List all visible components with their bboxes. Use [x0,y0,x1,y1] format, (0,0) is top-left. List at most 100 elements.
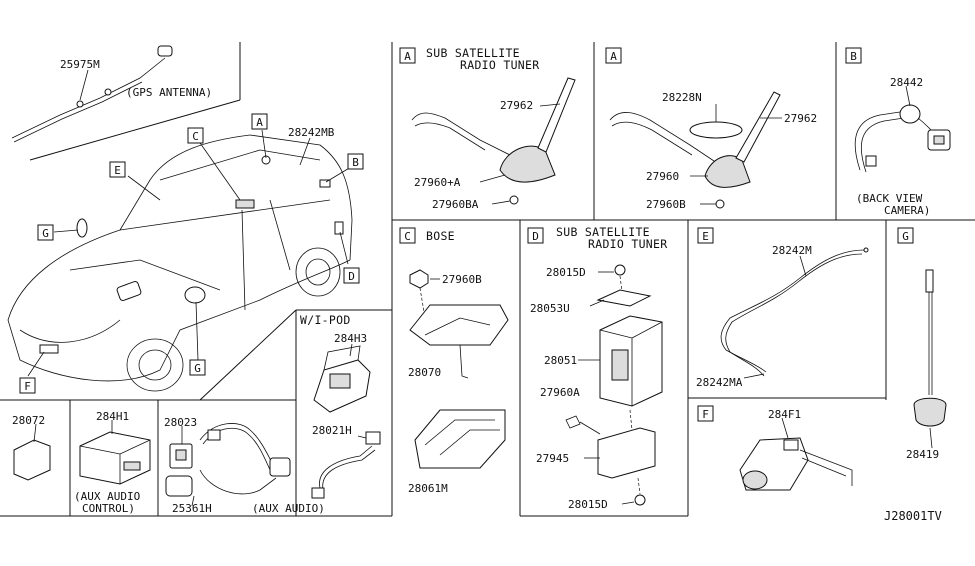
part-number: 28242MA [696,376,743,389]
part-number: 28070 [408,366,441,379]
section-b-back-view-camera: B 28442 (BACK VIEW CAMERA) [845,47,951,217]
part-number: 27960 [646,170,679,183]
section-letter: E [697,227,714,244]
svg-text:A: A [610,50,617,63]
antenna-base [704,155,751,188]
section-aux-audio-control: 28072 284H1 (AUX AUDIO CONTROL) [12,410,151,515]
callout-c: C [187,127,204,144]
tuner-bracket [597,427,656,479]
caption: CONTROL) [82,502,135,515]
part-number: 25361H [172,502,212,515]
part-number: 27960BA [432,198,479,211]
part-number: 28015D [568,498,608,511]
section-letter: F [697,405,714,422]
part-number: 27960+A [414,176,461,189]
part-number: 27962 [500,99,533,112]
callout-e: E [109,161,126,178]
part-number: 27960A [540,386,580,399]
caption: CAMERA) [884,204,930,217]
svg-text:B: B [850,50,857,63]
part-number: 284F1 [768,408,801,421]
caption: (AUX AUDIO [74,490,140,503]
callout-a: A [251,113,268,130]
part-number: 27962 [784,112,817,125]
svg-text:F: F [24,380,31,393]
callout-f: F [19,377,36,394]
section-letter: B [845,47,862,64]
caption: (BACK VIEW [856,192,923,205]
part-number: 27960B [442,273,482,286]
section-a-antenna: A 28228N 27962 27960 27960B [605,47,817,211]
diagram-code: J28001TV [884,509,942,523]
section-d-sub-satellite-tuner: D SUB SATELLITE RADIO TUNER 28015D 28053… [527,225,667,511]
caption: (AUX AUDIO) [252,502,325,515]
vehicle-illustration: 28242MB A B C E G D F G [7,113,364,394]
section-title: BOSE [426,229,455,243]
svg-text:E: E [114,164,121,177]
svg-text:D: D [532,230,539,243]
section-f-camera: F 284F1 [697,405,853,491]
part-number: 28242MB [288,126,335,139]
section-c-bose: C BOSE 27960B 28070 28061M [399,227,509,495]
nut [409,269,429,289]
ipod-cable-plug [311,487,325,499]
section-title: SUB SATELLITE [426,46,520,60]
svg-text:C: C [404,230,411,243]
part-number: 27960B [646,198,686,211]
part-number: 28072 [12,414,45,427]
section-title: W/I-POD [300,313,351,327]
gps-antenna-module [157,45,173,57]
section-letter: A [605,47,622,64]
part-number: 28419 [906,448,939,461]
callout-b: B [347,153,364,170]
part-number: 25975M [60,58,100,71]
section-letter: D [527,227,544,244]
svg-text:G: G [42,227,49,240]
svg-text:F: F [702,408,709,421]
gps-antenna-section: 25975M (GPS ANTENNA) [11,45,212,143]
svg-text:C: C [192,130,199,143]
part-number: 27945 [536,452,569,465]
svg-text:B: B [352,156,359,169]
part-number: 28053U [530,302,570,315]
svg-text:G: G [194,362,201,375]
bracket [596,289,652,307]
antenna-rod [537,77,576,153]
ipod-cable-connector [365,431,381,445]
screw [614,264,626,276]
part-number: 28051 [544,354,577,367]
svg-text:E: E [702,230,709,243]
section-a-sub-satellite-tuner: A SUB SATELLITE RADIO TUNER 27962 27960+… [399,46,576,211]
tuner-unit [599,315,663,407]
part-number: 28442 [890,76,923,89]
callout-g: G [189,359,206,376]
part-number: 284H1 [96,410,129,423]
section-aux-audio: 28023 25361H (AUX AUDIO) [164,416,325,515]
svg-text:G: G [902,230,909,243]
section-title: RADIO TUNER [460,58,539,72]
svg-text:D: D [348,270,355,283]
section-title: RADIO TUNER [588,237,667,251]
section-e-harness: E 28242M 28242MA [696,227,869,389]
section-dividers [0,42,975,517]
amplifier [414,409,506,469]
connector [269,457,291,477]
bezel [165,475,193,497]
antenna-base [913,397,947,427]
antenna-base [499,145,556,183]
section-title: SUB SATELLITE [556,225,650,239]
svg-text:A: A [256,116,263,129]
part-number: 28242M [772,244,812,257]
caption: (GPS ANTENNA) [126,86,212,99]
callout-d: D [343,267,360,284]
part-number: 28021H [312,424,352,437]
section-g-antenna: G 28419 [897,227,947,461]
antenna-cover [689,121,743,139]
section-letter: C [399,227,416,244]
part-number: 284H3 [334,332,367,345]
aux-control-unit [79,431,151,485]
antenna-rod [735,91,781,163]
part-number: 28023 [164,416,197,429]
screw [634,494,646,506]
